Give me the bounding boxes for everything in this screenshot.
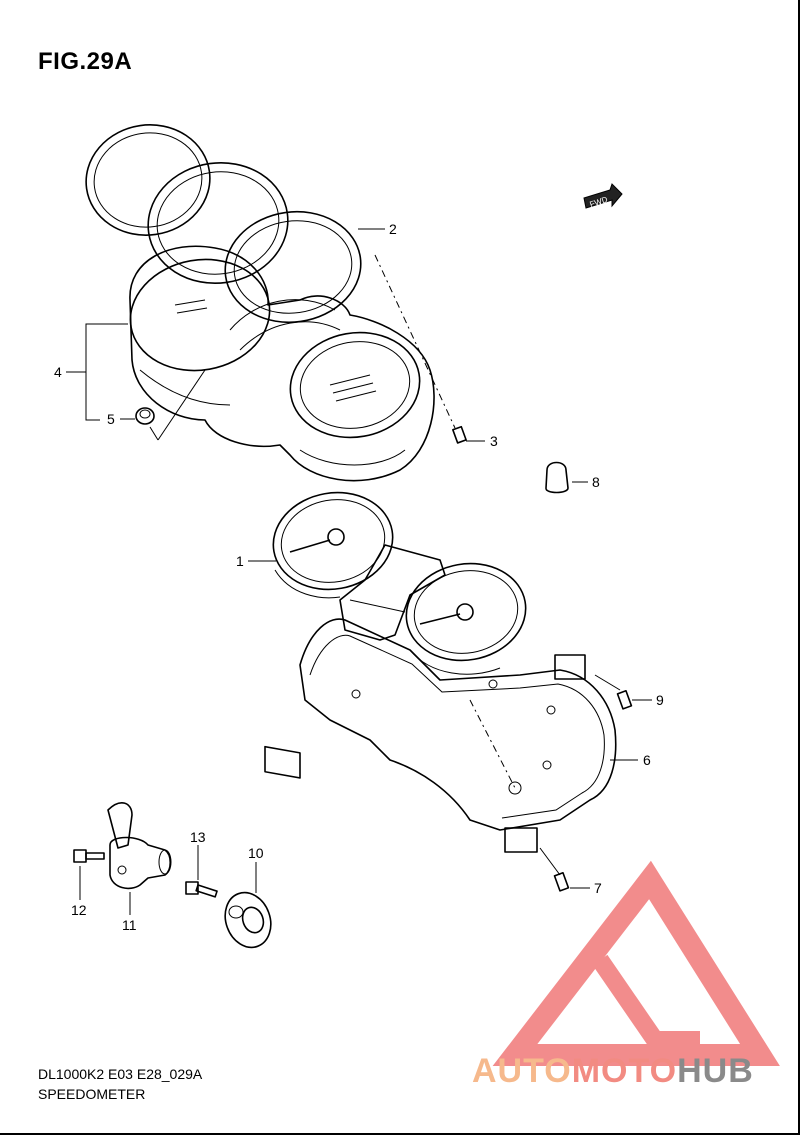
part-2-bezel-rings (85, 124, 385, 324)
callout-9: 9 (656, 692, 664, 708)
watermark-text-auto: AUTO (472, 1052, 572, 1090)
callout-3: 3 (490, 433, 498, 449)
part-12-bolt (73, 849, 105, 900)
part-1-meter-assy (248, 491, 527, 675)
part-10-gear-plate (224, 862, 272, 949)
callout-12: 12 (71, 902, 87, 918)
callout-5: 5 (107, 411, 115, 427)
part-5-grommet (120, 407, 155, 425)
callout-1: 1 (236, 553, 244, 569)
callout-11: 11 (122, 917, 137, 933)
part-8-cap (545, 461, 588, 494)
watermark-text-hub: HUB (677, 1052, 754, 1090)
callout-13: 13 (190, 829, 206, 845)
callout-4: 4 (54, 364, 62, 380)
watermark-logo-text: AUTOMOTOHUB (472, 1052, 754, 1091)
watermark-logo-triangle (492, 860, 780, 1066)
part-9-screw (594, 674, 652, 710)
part-3-screw (374, 254, 485, 444)
callout-8: 8 (592, 474, 600, 490)
figure-title: FIG.29A (38, 48, 133, 75)
model-code: DL1000K2 E03 E28_029A (38, 1066, 203, 1082)
callout-7: 7 (594, 880, 602, 896)
callout-6: 6 (643, 752, 651, 768)
watermark-text-moto: MOTO (571, 1052, 678, 1090)
part-11-speed-sensor (107, 802, 172, 915)
part-13-bolt (185, 845, 218, 898)
part-4-meter-case (66, 245, 435, 482)
part-7-screw (539, 847, 590, 892)
callout-labels: 1 2 3 4 5 6 7 8 9 10 11 12 13 (54, 221, 664, 933)
callout-10: 10 (248, 845, 264, 861)
section-name: SPEEDOMETER (38, 1086, 146, 1102)
fwd-arrow-icon: FWD (583, 183, 623, 209)
part-6-lower-case (264, 618, 638, 853)
callout-2: 2 (389, 221, 397, 237)
